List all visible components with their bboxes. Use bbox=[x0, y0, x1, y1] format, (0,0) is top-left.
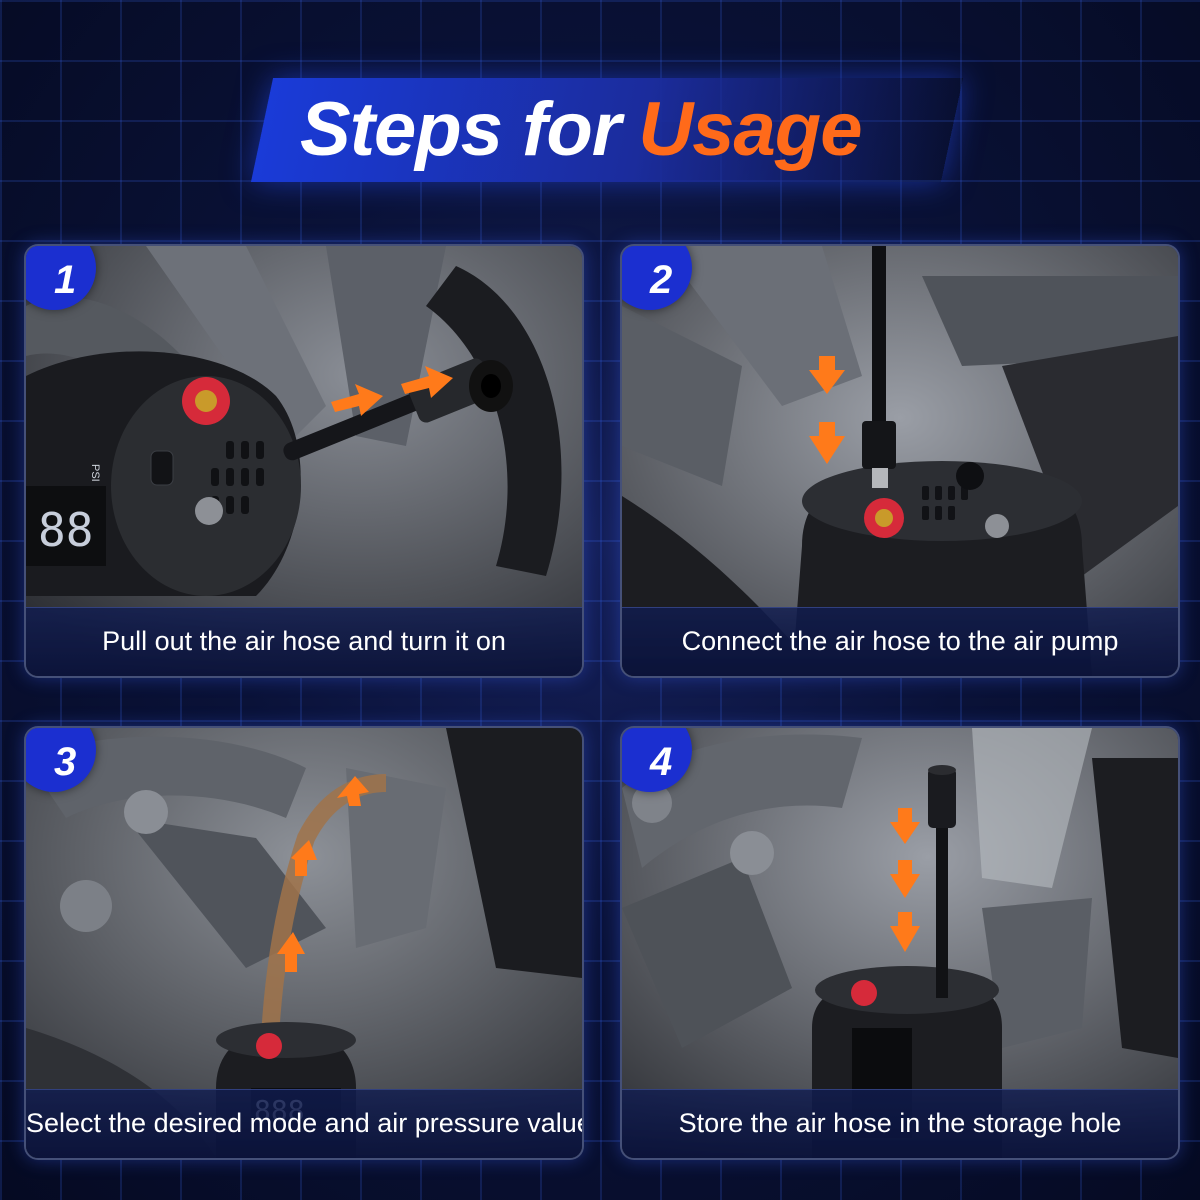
step-panel-2: Connect the air hose to the air pump 2 bbox=[620, 244, 1180, 678]
arrow-up-icon bbox=[277, 776, 369, 972]
title-word-2: Usage bbox=[638, 87, 862, 172]
step-1-caption: Pull out the air hose and turn it on bbox=[26, 607, 582, 676]
step-panel-3: 888 Select the desired mode and air pres… bbox=[24, 726, 584, 1160]
svg-text:88: 88 bbox=[38, 503, 93, 557]
step-2-illustration bbox=[622, 246, 1178, 676]
step-1-number: 1 bbox=[54, 258, 77, 302]
step-4-number: 4 bbox=[650, 740, 673, 784]
step-1-illustration: 88 PSI bbox=[26, 246, 582, 676]
psi-label: PSI bbox=[89, 464, 101, 482]
step-2-caption: Connect the air hose to the air pump bbox=[622, 607, 1178, 676]
step-3-number: 3 bbox=[54, 740, 77, 784]
step-2-number: 2 bbox=[650, 258, 673, 302]
arrow-down-icon bbox=[809, 356, 845, 464]
step-4-caption: Store the air hose in the storage hole bbox=[622, 1089, 1178, 1158]
step-3-caption: Select the desired mode and air pressure… bbox=[26, 1089, 582, 1158]
step-panel-1: 88 PSI Pull out the air hose and turn it… bbox=[24, 244, 584, 678]
arrow-right-icon bbox=[331, 366, 453, 416]
title-word-1: Steps for bbox=[300, 87, 621, 172]
step-panel-4: Store the air hose in the storage hole 4 bbox=[620, 726, 1180, 1160]
arrow-down-icon bbox=[890, 808, 920, 952]
